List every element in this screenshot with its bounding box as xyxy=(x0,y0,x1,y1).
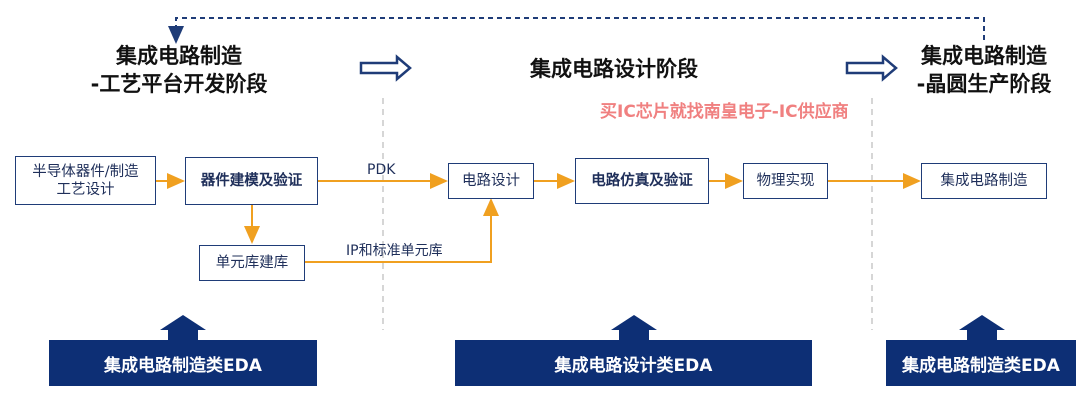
stage-title-line1: 集成电路设计阶段 xyxy=(530,57,698,81)
eda-block-design: 集成电路设计类EDA xyxy=(455,340,812,386)
node-cell-library: 单元库建库 xyxy=(199,245,305,281)
feedback-dashed-loop xyxy=(168,17,985,44)
node-semiconductor-process-design: 半导体器件/制造 工艺设计 xyxy=(15,156,156,205)
stage-title-line1: 集成电路制造 xyxy=(116,44,242,68)
node-label: 电路设计 xyxy=(462,173,520,189)
node-label: 器件建模及验证 xyxy=(200,173,303,189)
stage-title-design: 集成电路设计阶段 xyxy=(530,55,698,83)
eda-up-arrow-middle xyxy=(611,315,657,340)
node-device-modeling: 器件建模及验证 xyxy=(185,157,318,205)
edge-label-ip-cell-library: IP和标准单元库 xyxy=(346,243,443,259)
stage-arrow-2 xyxy=(845,54,898,82)
node-circuit-design: 电路设计 xyxy=(448,163,534,199)
node-label: 集成电路制造 xyxy=(940,173,1028,189)
eda-up-arrow-right xyxy=(959,315,1005,340)
eda-block-manufacturing-right: 集成电路制造类EDA xyxy=(886,340,1076,386)
stage-arrow-1 xyxy=(359,54,412,82)
node-label: 单元库建库 xyxy=(215,255,289,271)
edge-label-pdk: PDK xyxy=(367,162,396,178)
stage-title-wafer-production: 集成电路制造 -晶圆生产阶段 xyxy=(906,42,1062,98)
node-label: 物理实现 xyxy=(756,173,815,189)
watermark-text: 买IC芯片就找南皇电子-IC供应商 xyxy=(600,102,849,122)
eda-up-arrow-left xyxy=(160,315,206,340)
node-label: 半导体器件/制造 工艺设计 xyxy=(32,163,139,198)
node-physical-implementation: 物理实现 xyxy=(743,163,828,199)
node-circuit-simulation: 电路仿真及验证 xyxy=(575,158,709,204)
stage-title-line2: -工艺平台开发阶段 xyxy=(90,72,268,96)
stage-title-line1: 集成电路制造 xyxy=(921,44,1047,68)
eda-block-manufacturing-left: 集成电路制造类EDA xyxy=(49,340,317,386)
stage-title-line2: -晶圆生产阶段 xyxy=(916,72,1052,96)
node-ic-manufacturing: 集成电路制造 xyxy=(921,163,1047,199)
node-label: 电路仿真及验证 xyxy=(591,173,693,189)
stage-title-process-dev: 集成电路制造 -工艺平台开发阶段 xyxy=(84,42,274,98)
edge-library-to-design xyxy=(305,198,499,263)
